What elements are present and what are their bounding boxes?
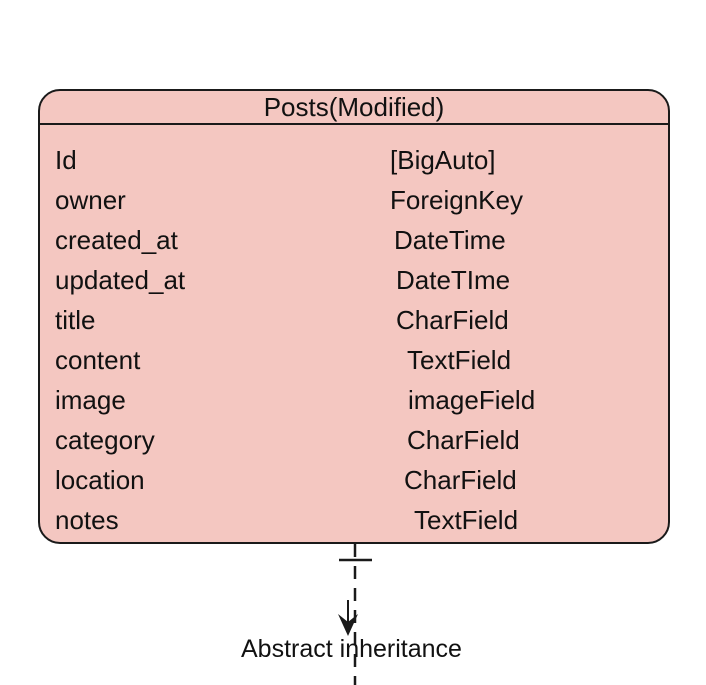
field-name: content [55,345,141,375]
field-name: title [55,305,96,335]
field-name: Id [55,145,77,175]
field-type: TextField [414,505,519,535]
field-type: CharField [396,305,509,335]
field-row: notes TextField [40,500,668,540]
field-row: owner ForeignKey [40,180,668,220]
field-row: title CharField [40,300,668,340]
field-type: imageField [408,385,536,415]
field-name: category [55,425,155,455]
field-type: CharField [404,465,517,495]
entity-posts: Posts(Modified) Id [BigAuto] owner Forei… [38,89,670,544]
field-row: created_at DateTime [40,220,668,260]
field-name: updated_at [55,265,186,295]
field-row: category CharField [40,420,668,460]
field-type: DateTime [394,225,506,255]
arrow-head-icon [338,614,358,636]
field-row: content TextField [40,340,668,380]
field-type: [BigAuto] [390,145,496,175]
field-type: TextField [407,345,512,375]
field-name: location [55,465,145,495]
connector-label: Abstract inheritance [241,635,462,663]
entity-title: Posts(Modified) [40,91,668,125]
field-row: updated_at DateTIme [40,260,668,300]
field-row: image imageField [40,380,668,420]
field-type: DateTIme [396,265,511,295]
field-type: ForeignKey [390,185,523,215]
field-name: notes [55,505,119,535]
field-name: owner [55,185,126,215]
field-name: created_at [55,225,178,255]
field-row: Id [BigAuto] [40,140,668,180]
field-row: location CharField [40,460,668,500]
field-type: CharField [407,425,520,455]
field-name: image [55,385,126,415]
